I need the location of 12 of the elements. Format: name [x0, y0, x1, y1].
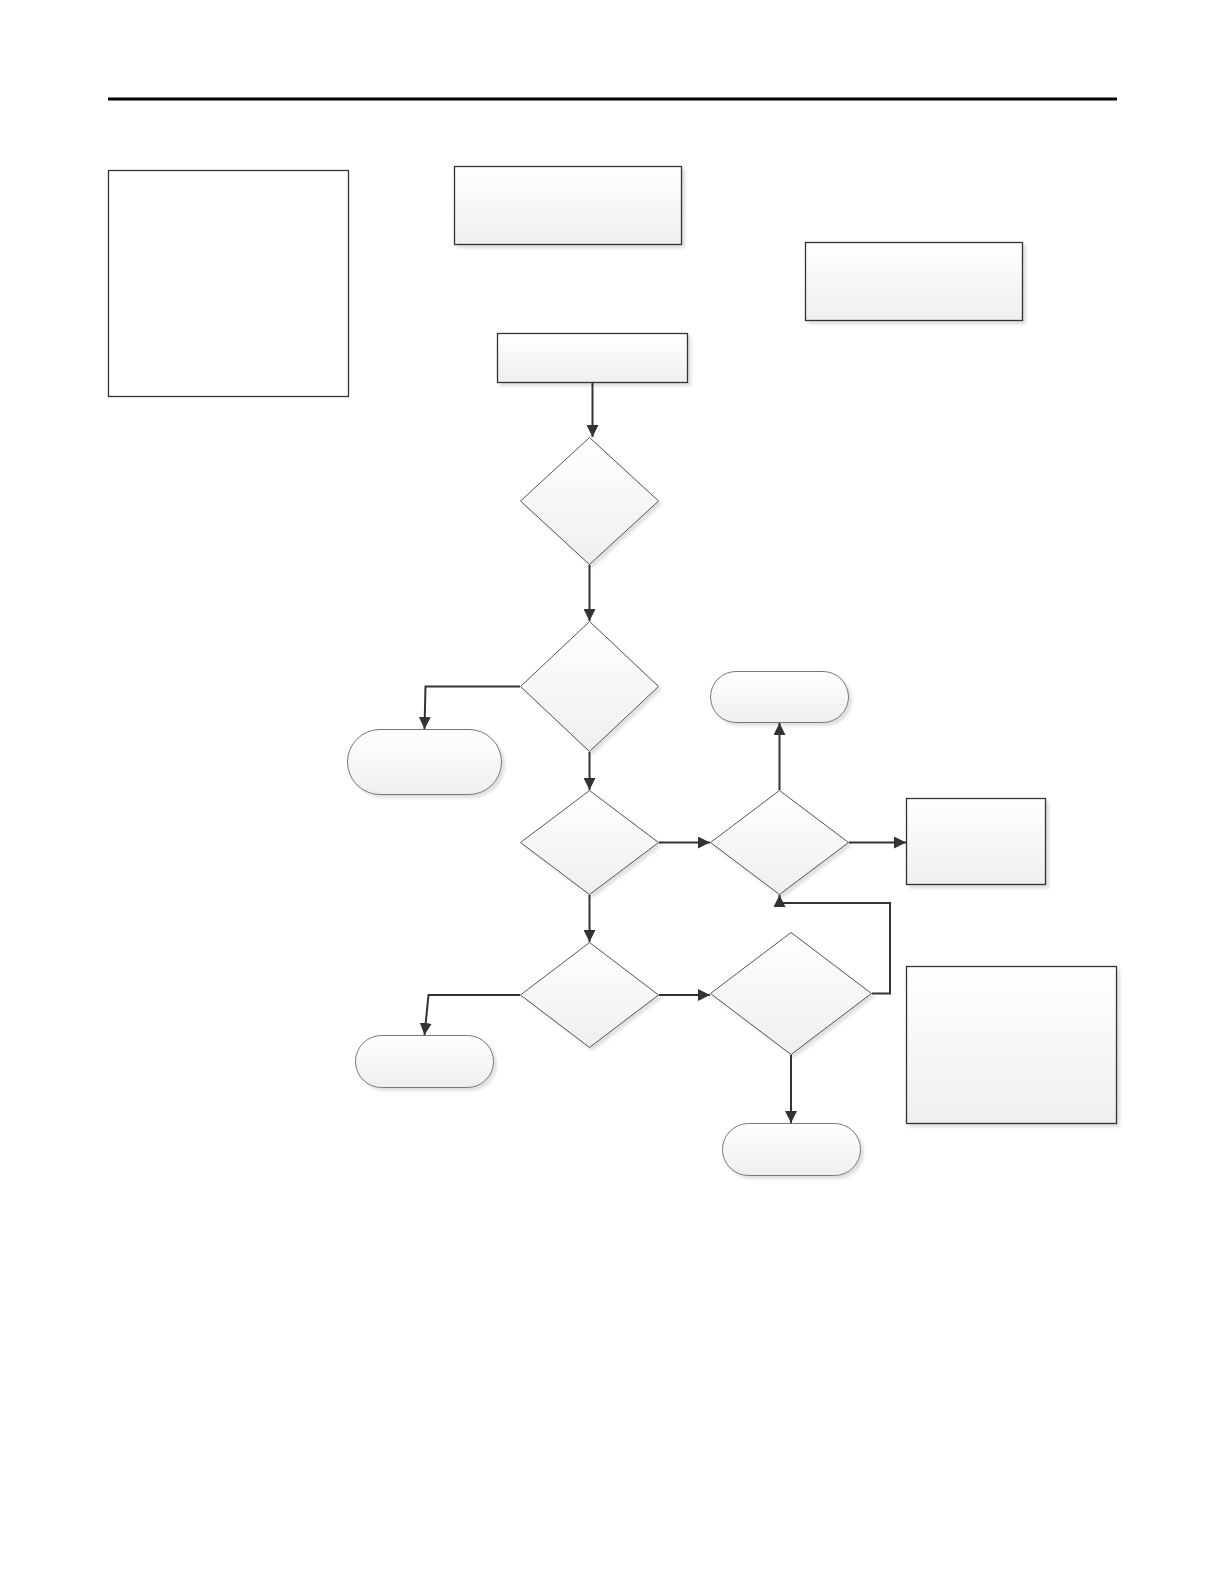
arrow	[785, 1054, 797, 1124]
arrow	[583, 751, 596, 791]
arrow	[586, 382, 599, 438]
arrow	[583, 564, 596, 622]
arrow	[418, 685, 521, 730]
arrow	[848, 836, 907, 849]
arrow	[773, 894, 891, 995]
arrow	[658, 989, 711, 1001]
arrow	[658, 836, 711, 849]
arrow	[419, 994, 521, 1036]
arrow	[773, 722, 786, 791]
arrow	[583, 894, 596, 943]
